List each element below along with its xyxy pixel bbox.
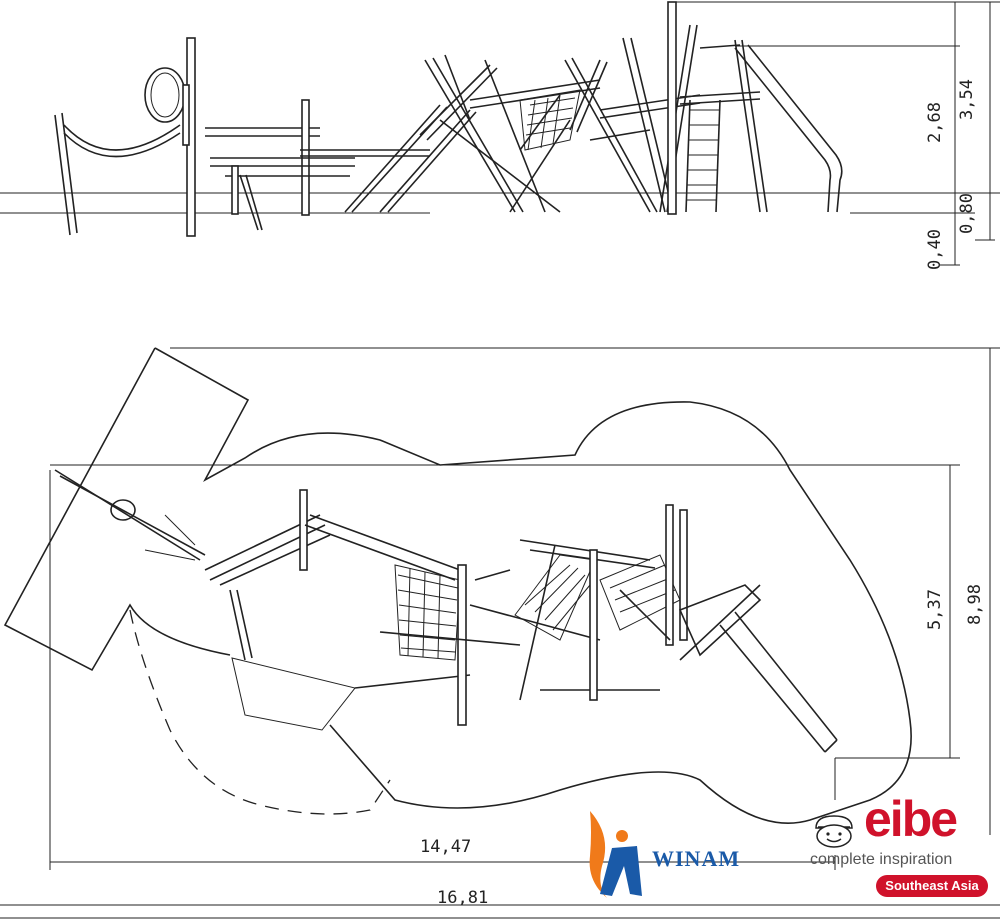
eibe-region-badge: Southeast Asia — [876, 875, 988, 897]
eibe-tagline: complete inspiration — [810, 851, 953, 868]
dim-plan-outer-width: 16,81 — [437, 888, 488, 908]
eibe-logo: eibe complete inspiration Southeast Asia — [808, 791, 996, 902]
eibe-wordmark: eibe — [864, 791, 958, 847]
dim-side-platform-height: 2,68 — [925, 102, 945, 143]
dim-plan-outer-depth: 8,98 — [965, 584, 985, 625]
winam-logo: WINAM — [582, 806, 762, 901]
plan-view — [0, 347, 1000, 919]
winam-wordmark: WINAM — [652, 846, 741, 871]
dim-side-ground-depth: 0,80 — [957, 193, 977, 234]
smiley-face-icon — [815, 815, 853, 848]
side-elevation — [0, 1, 1000, 266]
dim-side-total-height: 3,54 — [957, 79, 977, 120]
dim-plan-inner-width: 14,47 — [420, 837, 471, 857]
dim-plan-inner-depth: 5,37 — [925, 589, 945, 630]
dim-side-footing-depth: 0,40 — [925, 229, 945, 270]
winam-figure-icon — [589, 811, 642, 898]
